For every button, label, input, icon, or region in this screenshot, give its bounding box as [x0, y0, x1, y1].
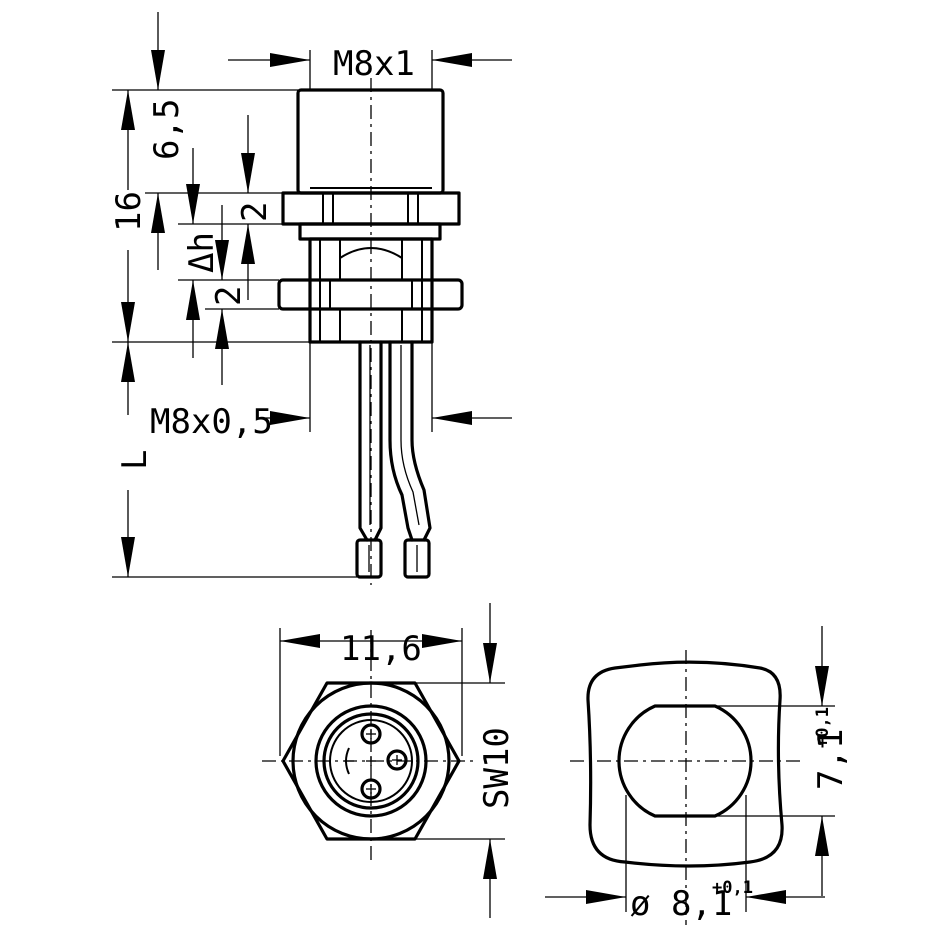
wire-right [388, 340, 432, 579]
dim-height-total: 16 [109, 90, 149, 342]
dim-thread-top: M8x1 [228, 44, 512, 90]
label-cutout-height: 7,1 [811, 729, 851, 790]
dim-wrench: SW10 [415, 603, 517, 918]
dim-flange: 2 [235, 115, 275, 300]
dim-delta-h: Δh [182, 148, 222, 358]
label-height-top: 6,5 [147, 99, 187, 160]
label-thread-top: M8x1 [333, 44, 415, 84]
label-wrench: SW10 [477, 727, 517, 809]
dim-height-top: 6,5 [147, 12, 187, 270]
front-view: 11,6 SW10 [262, 603, 517, 918]
label-width: 11,6 [340, 629, 422, 669]
contact-pin-right [386, 749, 408, 771]
dim-thread-bottom: M8x0,5 [150, 342, 512, 442]
label-thread-bottom: M8x0,5 [150, 402, 273, 442]
dim-nut: 2 [209, 205, 249, 385]
label-cutout-diameter-tol: +0,1 [712, 878, 753, 898]
panel-outline [586, 660, 784, 868]
dim-width: 11,6 [279, 628, 463, 756]
side-view: M8x1 6,5 16 [109, 12, 512, 585]
label-flange: 2 [235, 202, 275, 222]
label-height-total: 16 [109, 191, 149, 232]
label-cutout-diameter: ø 8,1 [630, 884, 732, 924]
dim-cutout-height: 7,1 +0,1 [715, 626, 851, 896]
dim-length: L [115, 342, 155, 577]
panel-cutout-view: 7,1 +0,1 ø 8,1 +0,1 [545, 626, 851, 925]
label-delta-h: Δh [182, 232, 222, 273]
label-cutout-height-tol: +0,1 [813, 707, 833, 748]
wire-left [355, 340, 383, 579]
dim-cutout-diameter: ø 8,1 +0,1 [545, 795, 825, 924]
label-length: L [115, 450, 155, 470]
label-nut: 2 [209, 286, 249, 306]
